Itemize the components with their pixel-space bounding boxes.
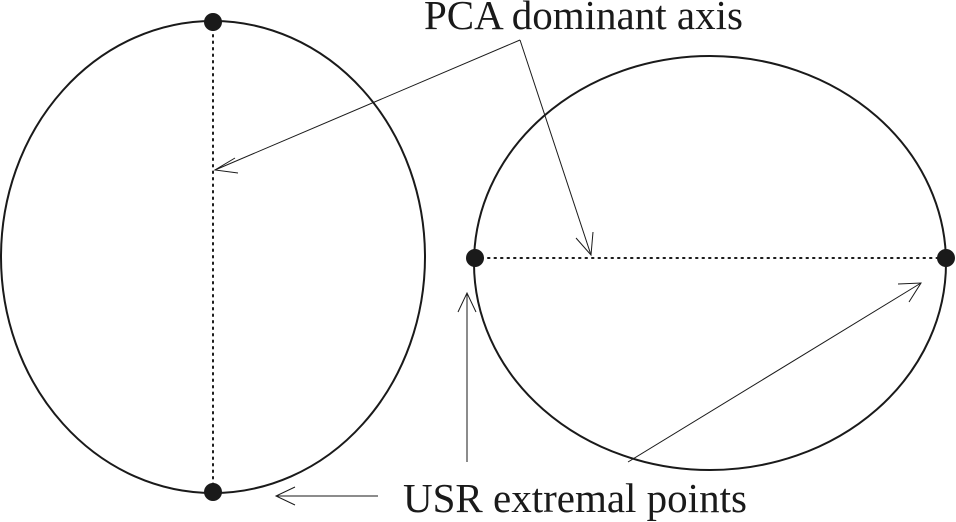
- pca-arrowhead-right: [575, 231, 594, 257]
- usr-arrowhead-up: [457, 291, 477, 313]
- pca-arrowhead-left: [213, 157, 239, 174]
- pca-leader-left: [214, 39, 521, 171]
- usr-arrowhead-bottom-left: [274, 486, 296, 506]
- pca-dominant-axis-label: PCA dominant axis: [424, 0, 743, 38]
- pca-leader-lines: [213, 39, 594, 257]
- usr-leader-lines: [274, 282, 922, 506]
- left-top-extremal-point: [204, 13, 222, 31]
- left-bottom-extremal-point: [204, 483, 222, 501]
- usr-extremal-points-label: USR extremal points: [403, 475, 747, 521]
- pca-leader-right: [519, 39, 592, 256]
- right-right-extremal-point: [937, 249, 955, 267]
- usr-arrowhead-diagonal: [897, 282, 922, 303]
- right-ellipse: [473, 55, 947, 471]
- right-left-extremal-point: [466, 249, 484, 267]
- usr-leader-diagonal: [627, 282, 922, 463]
